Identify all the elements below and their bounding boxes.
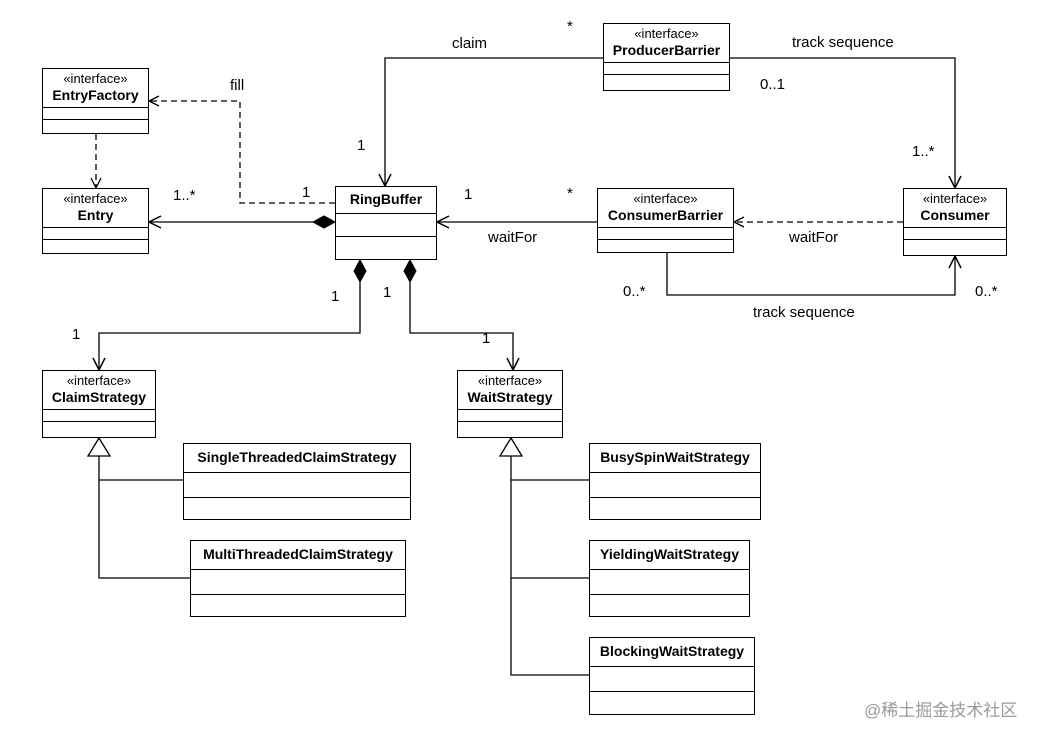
ring-buffer-class: RingBuffer [335,186,437,260]
entry-factory-class: «interface» EntryFactory [42,68,149,134]
wait-strategy-composition-diamond [403,258,417,284]
track-sequence-top-label: track sequence [792,34,894,51]
wait-strategy-class: «interface» WaitStrategy [457,370,563,438]
blocking-wait-strategy-name: BlockingWaitStrategy [599,643,745,659]
single-threaded-claim-strategy-class: SingleThreadedClaimStrategy [183,443,411,520]
consumer-barrier-star-multiplicity: * [567,185,573,202]
track-bottom-target-multiplicity: 0..* [975,283,998,300]
fill-label: fill [230,77,245,94]
claim-connector [385,57,603,186]
entry-factory-stereotype: «interface» [63,71,128,86]
watermark: @稀土掘金技术社区 [864,701,1018,720]
claim-one-multiplicity: 1 [357,137,366,154]
claim-strategy-composition [99,282,361,370]
producer-barrier-class: «interface» ProducerBarrier [603,23,730,91]
track-sequence-bottom-label: track sequence [753,304,855,321]
track-top-target-multiplicity: 1..* [912,143,935,160]
claim-star-multiplicity: * [567,18,573,35]
yielding-wait-strategy-class: YieldingWaitStrategy [589,540,750,617]
consumer-name: Consumer [920,207,990,223]
entry-multiplicity: 1..* [173,187,196,204]
track-bottom-source-multiplicity: 0..* [623,283,646,300]
wait-strategy-composition [409,282,513,370]
busy-spin-wait-strategy-name: BusySpinWaitStrategy [600,449,750,465]
claim-strategy-generalization [86,436,190,579]
entry-composition-diamond [311,215,337,229]
producer-barrier-name: ProducerBarrier [612,42,721,58]
entry-name: Entry [77,207,114,223]
busy-spin-wait-strategy-class: BusySpinWaitStrategy [589,443,761,520]
entry-factory-name: EntryFactory [52,87,139,103]
track-sequence-top-connector [730,57,955,188]
consumer-stereotype: «interface» [922,191,988,206]
wait-strategy-generalization [498,436,589,676]
consumer-barrier-one-multiplicity: 1 [464,186,473,203]
fill-one-multiplicity: 1 [302,184,311,201]
track-top-source-multiplicity: 0..1 [760,76,786,93]
claim-strategy-name: ClaimStrategy [51,389,147,405]
wait-strategy-source-multiplicity: 1 [383,284,392,301]
claim-strategy-class: «interface» ClaimStrategy [42,370,156,438]
wait-for-right-label: waitFor [789,229,839,246]
ring-buffer-name: RingBuffer [349,191,423,207]
producer-barrier-stereotype: «interface» [634,26,699,41]
fill-dependency [149,101,335,204]
consumer-barrier-class: «interface» ConsumerBarrier [597,188,734,253]
wait-for-left-label: waitFor [488,229,538,246]
blocking-wait-strategy-class: BlockingWaitStrategy [589,637,755,715]
track-sequence-bottom-connector [666,253,955,296]
consumer-barrier-name: ConsumerBarrier [607,207,724,223]
claim-strategy-composition-diamond [353,258,367,284]
claim-strategy-stereotype: «interface» [66,373,132,388]
yielding-wait-strategy-name: YieldingWaitStrategy [600,546,739,562]
consumer-barrier-stereotype: «interface» [633,191,698,206]
claim-strategy-target-multiplicity: 1 [72,326,81,343]
wait-strategy-stereotype: «interface» [477,373,543,388]
wait-strategy-name: WaitStrategy [467,389,553,405]
single-threaded-claim-strategy-name: SingleThreadedClaimStrategy [197,449,397,465]
entry-stereotype: «interface» [63,191,128,206]
entry-class: «interface» Entry [42,188,149,254]
claim-label: claim [452,35,488,52]
multi-threaded-claim-strategy-name: MultiThreadedClaimStrategy [203,546,393,562]
consumer-class: «interface» Consumer [903,188,1007,256]
multi-threaded-claim-strategy-class: MultiThreadedClaimStrategy [190,540,406,617]
claim-strategy-source-multiplicity: 1 [331,288,340,305]
wait-strategy-target-multiplicity: 1 [482,330,491,347]
